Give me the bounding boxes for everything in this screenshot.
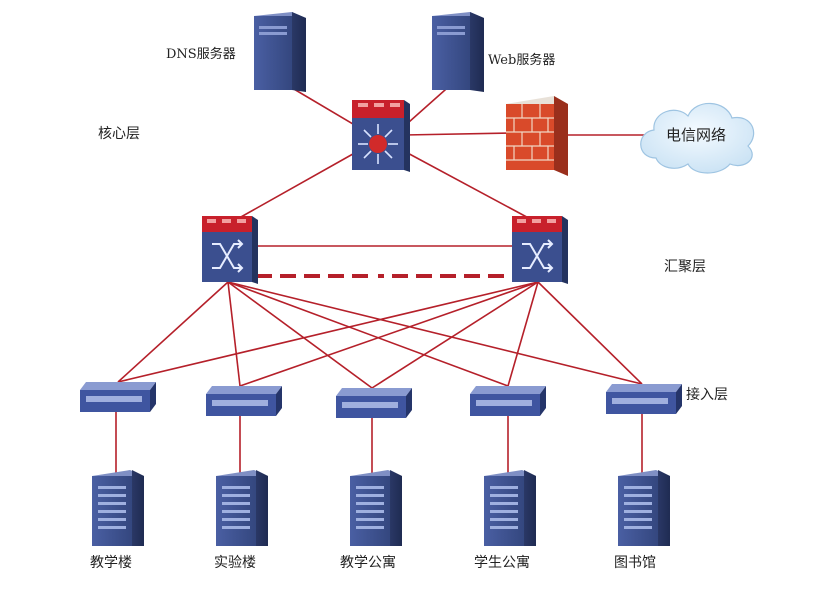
web-server-label: Web服务器 (488, 53, 556, 68)
link-aggR-acc3 (371, 281, 539, 389)
link-core-firewall (403, 132, 511, 136)
building-label-3: 教学公寓 (340, 555, 396, 571)
link-aggR-acc4 (507, 281, 539, 387)
dns-server-label: DNS服务器 (166, 47, 236, 62)
access-switch-5-icon (606, 384, 682, 414)
web-server-icon (432, 12, 484, 92)
building-server-2-icon (216, 470, 268, 546)
link-aggR-acc5 (537, 281, 643, 385)
firewall-icon (506, 96, 568, 176)
link-core-agg-left (231, 149, 361, 223)
building-label-1: 教学楼 (90, 555, 132, 571)
building-server-5-icon (618, 470, 670, 546)
core-switch-icon (352, 100, 410, 172)
aggregation-layer-label: 汇聚层 (664, 259, 706, 275)
link-aggR-acc2 (239, 281, 539, 387)
links (115, 81, 650, 478)
cloud-icon (640, 102, 755, 174)
access-switch-1-icon (80, 382, 156, 412)
access-switch-4-icon (470, 386, 546, 416)
building-server-1-icon (92, 470, 144, 546)
link-core-agg-right (401, 149, 537, 223)
access-switch-3-icon (336, 388, 412, 418)
building-label-2: 实验楼 (214, 555, 256, 571)
building-label-4: 学生公寓 (474, 555, 530, 571)
building-label-5: 图书馆 (614, 555, 656, 571)
aggregation-switch-right-icon (512, 216, 568, 284)
aggregation-switch-left-icon (202, 216, 258, 284)
building-server-3-icon (350, 470, 402, 546)
core-layer-label: 核心层 (98, 126, 140, 142)
link-aggL-acc4 (227, 281, 509, 387)
link-aggL-acc2 (227, 281, 241, 387)
link-aggL-acc1 (117, 281, 229, 383)
link-aggL-acc3 (227, 281, 373, 389)
internet-label: 电信网络 (666, 126, 727, 144)
link-aggL-acc5 (227, 281, 643, 385)
link-aggR-acc1 (117, 281, 539, 383)
access-switch-2-icon (206, 386, 282, 416)
access-layer-label: 接入层 (686, 387, 728, 403)
dns-server-icon (254, 12, 306, 92)
building-server-4-icon (484, 470, 536, 546)
